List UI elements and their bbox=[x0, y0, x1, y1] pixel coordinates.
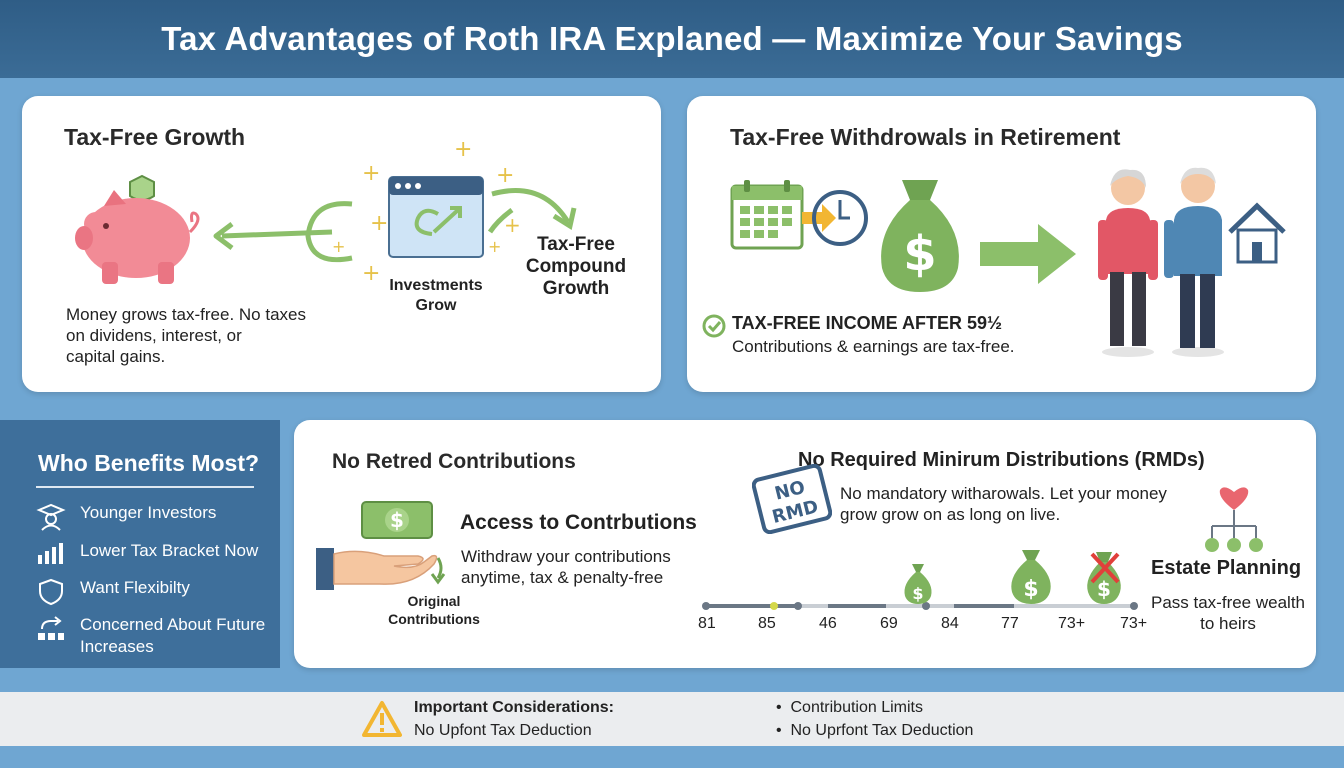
shield-icon bbox=[39, 578, 63, 606]
svg-text:+: + bbox=[362, 261, 380, 286]
considerations-bullet: • No Uprfont Tax Deduction bbox=[776, 722, 974, 739]
sidebar-item-label: Younger Investors bbox=[80, 503, 217, 522]
small-money-bag-icon: $ bbox=[904, 564, 932, 604]
access-text: Withdraw your contributions anytime, tax… bbox=[461, 547, 671, 587]
calendar-icon bbox=[730, 180, 804, 250]
check-circle-icon bbox=[702, 314, 726, 338]
warning-icon bbox=[362, 701, 402, 737]
piggy-bank-icon bbox=[75, 174, 200, 284]
right-arrow-icon bbox=[980, 224, 1076, 284]
sidebar-item-lower-tax: Lower Tax Bracket Now bbox=[36, 540, 258, 565]
considerations-footer bbox=[0, 692, 1344, 746]
clock-arrow-icon bbox=[802, 190, 868, 246]
contributions-title: No Retred Contributions bbox=[332, 450, 576, 473]
footer-bottom-band bbox=[0, 746, 1344, 768]
timeline-label: 77 bbox=[1001, 615, 1019, 632]
rmd-title: No Required Minirum Distributions (RMDs) bbox=[798, 449, 1205, 471]
timeline-label: 73+ bbox=[1058, 615, 1086, 632]
svg-text:$: $ bbox=[390, 508, 404, 532]
page-header: Tax Advantages of Roth IRA Explaned — Ma… bbox=[0, 0, 1344, 78]
house-icon bbox=[1228, 202, 1286, 264]
considerations-left-text: No Upfont Tax Deduction bbox=[414, 722, 592, 739]
svg-text:+: + bbox=[454, 140, 472, 162]
timeline-label: 46 bbox=[819, 615, 837, 632]
svg-text:+: + bbox=[332, 237, 345, 256]
sidebar-item-future: Concerned About Future Increases bbox=[36, 614, 265, 658]
sidebar-item-flexibility: Want Flexibilty bbox=[36, 577, 190, 606]
crossed-money-bag-icon: $ bbox=[1087, 552, 1121, 604]
original-contributions-label: Original Contributions bbox=[388, 593, 480, 627]
money-bag-icon: $ bbox=[881, 180, 959, 292]
page-title: Tax Advantages of Roth IRA Explaned — Ma… bbox=[161, 20, 1183, 57]
sidebar-title: Who Benefits Most? bbox=[38, 450, 260, 476]
access-title: Access to Contrbutions bbox=[460, 511, 697, 534]
estate-title: Estate Planning bbox=[1151, 557, 1302, 579]
income-text: Contributions & earnings are tax-free. bbox=[732, 337, 1015, 356]
browser-chart-icon bbox=[388, 176, 484, 258]
sidebar-item-label: Concerned About Future Increases bbox=[80, 615, 266, 656]
bar-chart-icon bbox=[38, 543, 63, 564]
growth-arrows: + + + + + + + + bbox=[213, 140, 577, 286]
rmd-text: No mandatory witharowals. Let your money… bbox=[840, 484, 1167, 524]
sidebar-item-label: Lower Tax Bracket Now bbox=[80, 541, 259, 560]
compound-growth-label: Tax-Free Compound Growth bbox=[525, 234, 627, 299]
timeline-label: 73+ bbox=[1120, 615, 1148, 632]
sidebar-divider bbox=[36, 486, 254, 488]
medium-money-bag-icon: $ bbox=[1011, 550, 1051, 604]
svg-text:$: $ bbox=[903, 226, 936, 282]
flow-icon bbox=[38, 616, 64, 640]
contributions-card bbox=[294, 420, 1316, 668]
svg-text:$: $ bbox=[912, 584, 923, 603]
svg-text:+: + bbox=[504, 213, 521, 237]
considerations-heading: Important Considerations: bbox=[414, 699, 615, 716]
considerations-bullet: • Contribution Limits bbox=[776, 699, 923, 716]
growth-title: Tax-Free Growth bbox=[64, 124, 246, 150]
svg-text:+: + bbox=[488, 237, 501, 256]
retired-couple-icon bbox=[1098, 167, 1224, 357]
sidebar-item-label: Want Flexibilty bbox=[80, 578, 190, 597]
svg-text:+: + bbox=[362, 161, 380, 186]
svg-text:+: + bbox=[496, 163, 514, 188]
svg-text:$: $ bbox=[1097, 577, 1111, 601]
withdrawals-title: Tax-Free Withdrowals in Retirement bbox=[730, 124, 1121, 150]
timeline-label: 84 bbox=[941, 615, 959, 632]
svg-text:$: $ bbox=[1023, 577, 1038, 602]
timeline-label: 81 bbox=[698, 615, 716, 632]
rmd-timeline: $ $ $ bbox=[702, 550, 1138, 610]
graduate-icon bbox=[36, 503, 66, 531]
no-rmd-stamp-icon: NO RMD bbox=[752, 464, 832, 534]
heart-family-tree-icon bbox=[1205, 487, 1263, 552]
benefits-sidebar: Who Benefits Most? Younger Investors Low… bbox=[0, 420, 280, 668]
investments-label: Investments Grow bbox=[389, 277, 483, 314]
cash-hand-icon: $ bbox=[316, 501, 446, 590]
income-heading: TAX-FREE INCOME AFTER 59½ bbox=[732, 313, 1003, 333]
estate-text: Pass tax-free wealth to heirs bbox=[1150, 593, 1305, 633]
timeline-label: 69 bbox=[880, 615, 898, 632]
growth-description: Money grows tax-free. No taxes on divide… bbox=[66, 305, 306, 366]
sidebar-item-younger: Younger Investors bbox=[36, 502, 216, 531]
timeline-label: 85 bbox=[758, 615, 776, 632]
svg-text:+: + bbox=[370, 211, 388, 236]
